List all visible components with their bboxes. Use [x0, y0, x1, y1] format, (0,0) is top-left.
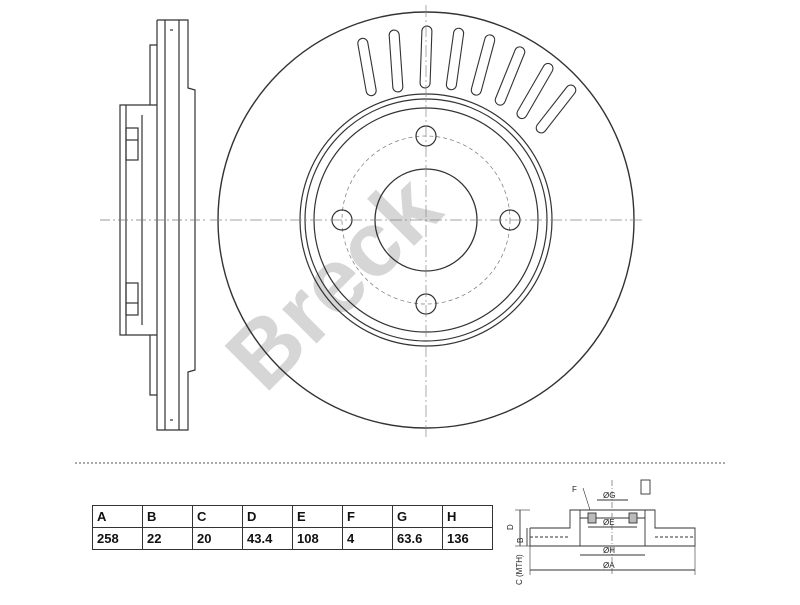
- spec-header-e: E: [292, 505, 343, 528]
- spec-header-g: G: [392, 505, 443, 528]
- spec-value-h: 136: [442, 527, 493, 550]
- spec-value-c: 20: [192, 527, 243, 550]
- label-e: ØE: [603, 518, 615, 527]
- side-profile-view: [119, 19, 196, 431]
- label-b: B: [516, 538, 525, 543]
- spec-value-row: 258 22 20 43.4 108 4 63.6 136: [92, 527, 493, 550]
- spec-header-f: F: [342, 505, 393, 528]
- spec-header-d: D: [242, 505, 293, 528]
- dimension-labels: F ØG ØE ØH ØA D B C (MTH): [506, 485, 615, 585]
- brand-watermark: Breck: [207, 156, 461, 410]
- label-d: D: [506, 524, 515, 530]
- spec-value-a: 258: [92, 527, 143, 550]
- spec-table: A B C D E F G H 258 22 20 43.4 108 4 63.…: [92, 505, 493, 550]
- spec-value-d: 43.4: [242, 527, 293, 550]
- spec-header-h: H: [442, 505, 493, 528]
- spec-value-e: 108: [292, 527, 343, 550]
- spec-value-f: 4: [342, 527, 393, 550]
- svg-text:Breck: Breck: [207, 156, 461, 410]
- spec-header-c: C: [192, 505, 243, 528]
- spec-header-row: A B C D E F G H: [92, 505, 493, 528]
- spec-value-b: 22: [142, 527, 193, 550]
- spec-header-a: A: [92, 505, 143, 528]
- spec-value-g: 63.6: [392, 527, 443, 550]
- label-g: ØG: [603, 491, 615, 500]
- vent-slots: [357, 25, 577, 134]
- dimension-diagram: [515, 479, 696, 575]
- spec-header-b: B: [142, 505, 193, 528]
- label-h: ØH: [603, 546, 615, 555]
- front-centerlines: [210, 5, 645, 440]
- label-a: ØA: [603, 561, 615, 570]
- label-c: C (MTH): [515, 554, 524, 585]
- label-f: F: [572, 485, 577, 494]
